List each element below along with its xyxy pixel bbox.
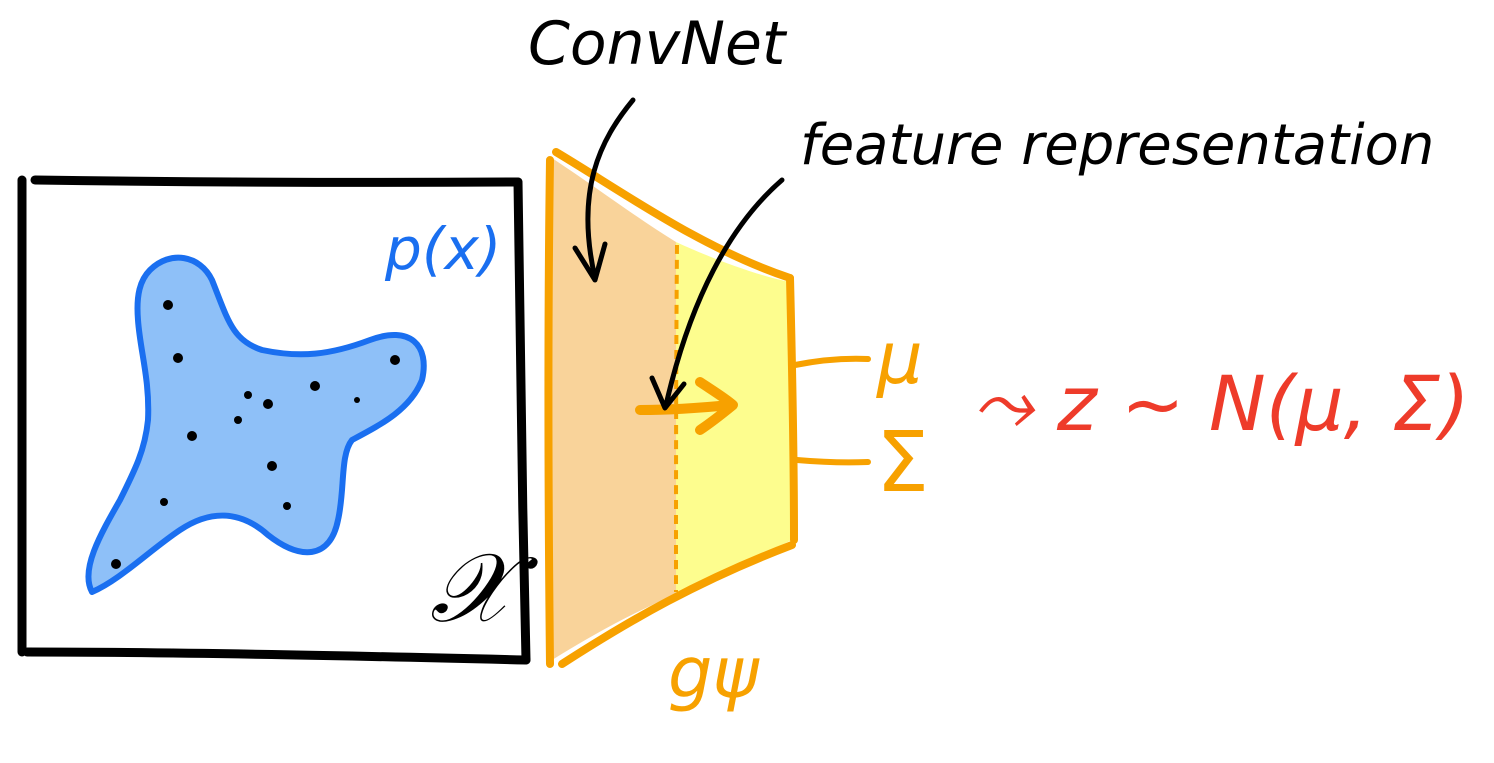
feature-representation-arrow xyxy=(663,177,785,408)
sampling-label: ⤳ z ~ N(μ, Σ) xyxy=(972,359,1470,448)
encoder-right-half xyxy=(676,242,792,594)
sigma-line xyxy=(794,457,871,466)
convnet-arrowhead xyxy=(572,241,608,283)
convnet-label: ConvNet xyxy=(528,9,786,79)
input-space-box xyxy=(17,175,531,665)
mu-label: μ xyxy=(877,316,923,400)
distribution-blob xyxy=(85,254,427,595)
input-space-label: 𝒳 xyxy=(430,532,513,644)
sample-points xyxy=(111,300,400,569)
feature-divider xyxy=(674,244,679,593)
feature-arrow xyxy=(635,377,738,435)
annotation-arrows xyxy=(572,97,785,411)
encoder-label: gψ xyxy=(668,632,759,714)
encoder-block xyxy=(544,148,798,668)
encoder-left-half xyxy=(552,158,676,660)
sigma-label: Σ xyxy=(876,413,930,511)
density-label: p(x) xyxy=(385,215,502,283)
output-lines xyxy=(792,355,871,466)
convnet-arrow xyxy=(585,97,636,281)
feature-arrowhead xyxy=(649,375,687,411)
mu-line xyxy=(792,355,871,368)
feature-representation-label: feature representation xyxy=(800,113,1435,178)
